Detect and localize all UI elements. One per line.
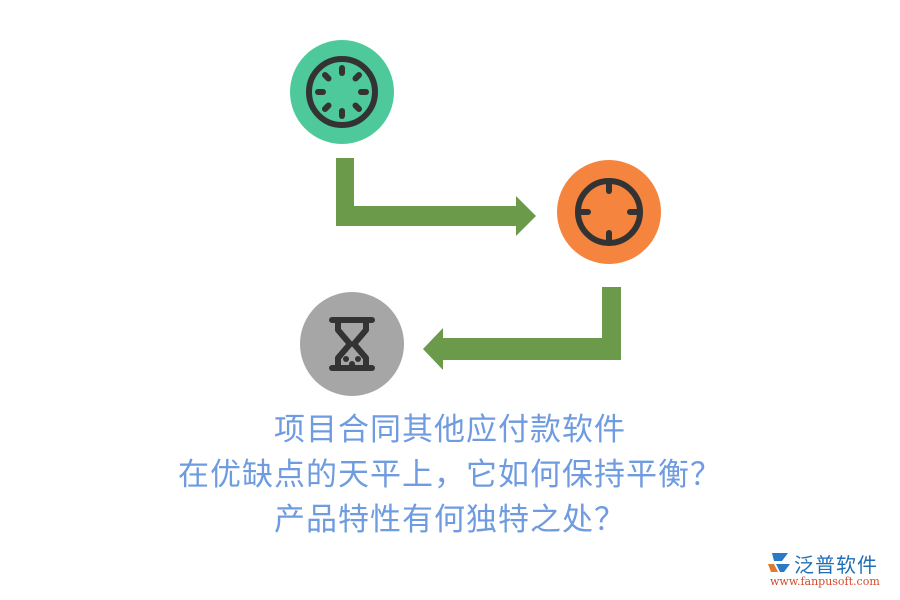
node-hourglass [300, 292, 404, 396]
brand-name: 泛普软件 [794, 553, 878, 577]
title-line-3: 产品特性有何独特之处？ [274, 502, 626, 538]
flow-arrow-right [336, 158, 536, 236]
flow-arrow-left [423, 287, 621, 370]
brand-url: www.fanpusoft.com [770, 575, 880, 588]
title-line-1: 项目合同其他应付款软件 [274, 412, 626, 448]
crosshair-target-icon [575, 178, 643, 246]
node-loading [290, 40, 394, 144]
loading-spinner-icon [306, 56, 378, 128]
brand-logo-icon [768, 553, 790, 572]
title-text: 项目合同其他应付款软件 在优缺点的天平上，它如何保持平衡？ 产品特性有何独特之处… [0, 408, 900, 543]
node-target [557, 160, 661, 264]
title-line-2: 在优缺点的天平上，它如何保持平衡？ [178, 457, 722, 493]
hourglass-icon [329, 317, 375, 371]
brand-logo: 泛普软件 www.fanpusoft.com [764, 550, 896, 594]
